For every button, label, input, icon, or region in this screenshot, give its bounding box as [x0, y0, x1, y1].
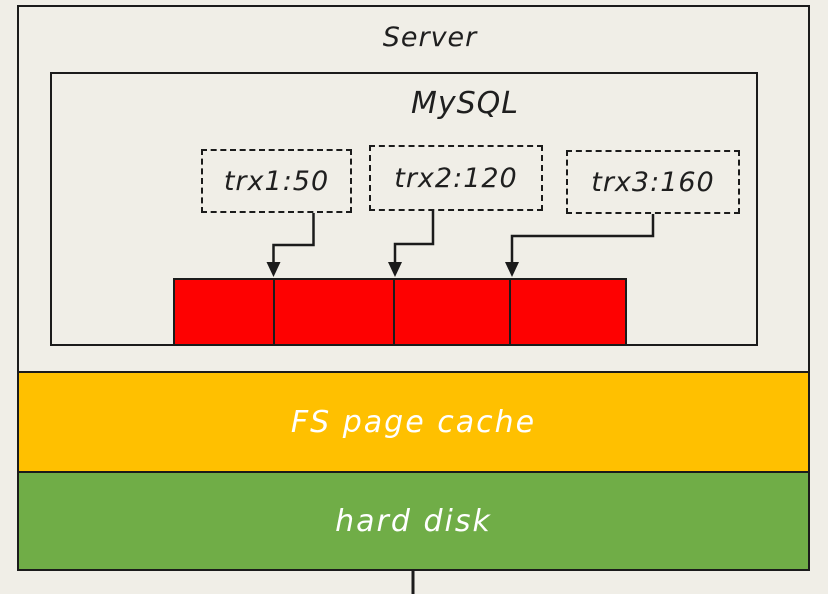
log-segment-3	[395, 280, 511, 344]
mysql-label: MySQL	[410, 86, 519, 121]
trx3-box: trx3:160	[566, 150, 740, 214]
trx1-label: trx1:50	[223, 165, 330, 197]
log-segment-1	[175, 280, 276, 344]
hard-disk-band: hard disk	[17, 471, 810, 571]
log-bar	[173, 278, 627, 346]
trx2-label: trx2:120	[394, 162, 518, 194]
trx3-label: trx3:160	[591, 166, 715, 198]
server-label: Server	[382, 22, 478, 53]
log-segment-2	[275, 280, 396, 344]
hard-disk-label: hard disk	[335, 503, 492, 539]
trx2-box: trx2:120	[369, 145, 543, 211]
log-segment-4	[511, 280, 625, 344]
fs-page-cache-label: FS page cache	[290, 405, 537, 440]
trx1-box: trx1:50	[201, 149, 352, 213]
fs-page-cache-band: FS page cache	[17, 371, 810, 474]
